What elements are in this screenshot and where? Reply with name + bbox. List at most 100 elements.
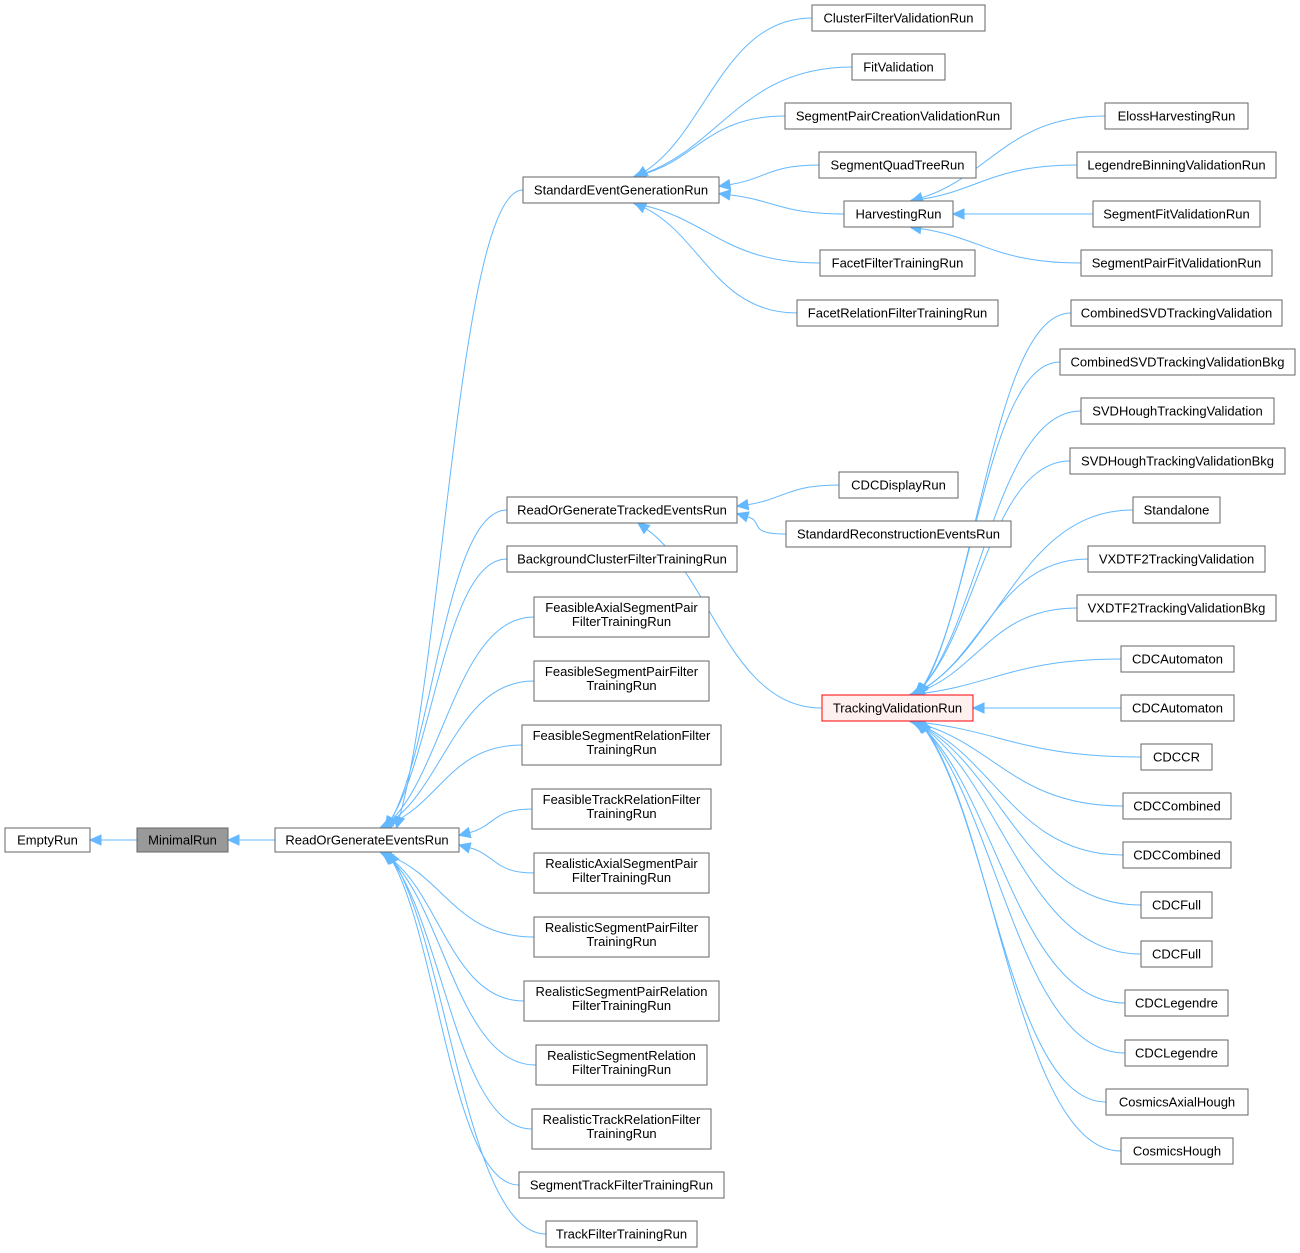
class-node-box: [1120, 645, 1235, 673]
class-node-box: [811, 4, 986, 32]
edge-line: [393, 861, 547, 1235]
inheritance-edge-rogev-to-minimal: [226, 834, 276, 846]
class-node-clusterfiltervalidationrun[interactable]: ClusterFilterValidationRun: [811, 4, 986, 32]
class-name-label: SVDHoughTrackingValidation: [1092, 404, 1263, 419]
edge-line: [391, 616, 535, 821]
inheritance-edge-segQuad-to-segen: [717, 164, 820, 191]
class-node-box: [1132, 496, 1221, 524]
edge-line: [391, 859, 537, 1066]
class-node-realisticsegmentrelationfiltertrainingrun[interactable]: RealisticSegmentRelationFilterTrainingRu…: [535, 1044, 708, 1086]
class-node-segmentquadtreerun[interactable]: SegmentQuadTreeRun: [818, 151, 977, 179]
inheritance-edge-svdHough-to-trackingVal: [915, 410, 1082, 696]
class-node-vxdtf2trackingvalidation[interactable]: VXDTF2TrackingValidation: [1087, 545, 1266, 573]
class-node-box: [1092, 200, 1261, 228]
inheritance-edge-facetRel-to-segen: [633, 202, 798, 314]
class-node-cdclegendre[interactable]: CDCLegendre: [1124, 989, 1229, 1017]
class-node-emptyrun[interactable]: EmptyRun: [4, 827, 91, 853]
class-node-cdccr[interactable]: CDCCR: [1140, 743, 1213, 771]
class-node-harvestingrun[interactable]: HarvestingRun: [843, 200, 954, 228]
class-node-segmentpairfitvalidationrun[interactable]: SegmentPairFitValidationRun: [1080, 249, 1273, 277]
class-node-svdhoughtrackingvalidation[interactable]: SVDHoughTrackingValidation: [1080, 397, 1275, 425]
class-node-cdcautomaton[interactable]: CDCAutomaton: [1120, 645, 1235, 673]
class-node-box: [535, 1044, 708, 1086]
class-node-realisticaxialsegmentpairfiltertrainingrun[interactable]: RealisticAxialSegmentPairFilterTrainingR…: [533, 852, 710, 894]
class-node-facetrelationfiltertrainingrun[interactable]: FacetRelationFilterTrainingRun: [796, 299, 999, 327]
class-node-box: [523, 980, 720, 1022]
class-node-standalone[interactable]: Standalone: [1132, 496, 1221, 524]
class-node-realisticsegmentpairrelationfiltertrainingrun[interactable]: RealisticSegmentPairRelationFilterTraini…: [523, 980, 720, 1022]
class-node-cdccombined[interactable]: CDCCombined: [1122, 792, 1232, 820]
inheritance-edge-cosmicsAxial-to-trackingVal: [918, 720, 1107, 1103]
class-name-label: TrainingRun: [586, 806, 656, 821]
class-node-facetfiltertrainingrun[interactable]: FacetFilterTrainingRun: [819, 249, 976, 277]
edge-line: [921, 558, 1089, 691]
edge-line: [923, 728, 1126, 1004]
class-name-label: RealisticAxialSegmentPair: [545, 856, 698, 871]
class-name-label: FeasibleTrackRelationFilter: [543, 792, 701, 807]
inheritance-edge-stdReco-to-rogtev: [735, 511, 787, 535]
class-name-label: CDCLegendre: [1135, 996, 1218, 1011]
class-node-cdclegendre[interactable]: CDCLegendre: [1124, 1039, 1229, 1067]
edge-line: [398, 189, 524, 818]
edge-line: [644, 207, 798, 314]
class-node-segmenttrackfiltertrainingrun[interactable]: SegmentTrackFilterTrainingRun: [518, 1171, 725, 1199]
class-node-svdhoughtrackingvalidationbkg[interactable]: SVDHoughTrackingValidationBkg: [1069, 447, 1286, 475]
class-node-trackfiltertrainingrun[interactable]: TrackFilterTrainingRun: [545, 1220, 698, 1248]
class-node-cdcfull[interactable]: CDCFull: [1140, 940, 1213, 968]
class-node-trackingvalidationrun[interactable]: TrackingValidationRun: [821, 694, 974, 722]
class-node-box: [533, 660, 710, 702]
class-node-vxdtf2trackingvalidationbkg[interactable]: VXDTF2TrackingValidationBkg: [1076, 594, 1277, 622]
class-node-box: [784, 102, 1012, 130]
class-name-label: VXDTF2TrackingValidation: [1099, 552, 1254, 567]
class-node-cosmicsaxialhough[interactable]: CosmicsAxialHough: [1105, 1088, 1249, 1116]
edge-line: [924, 728, 1126, 1054]
class-name-label: CDCCR: [1153, 750, 1200, 765]
class-node-box: [838, 471, 959, 499]
class-name-label: FacetRelationFilterTrainingRun: [808, 306, 987, 321]
class-node-feasibleaxialsegmentpairfiltertrainingrun[interactable]: FeasibleAxialSegmentPairFilterTrainingRu…: [533, 596, 710, 638]
class-node-legendrebinningvalidationrun[interactable]: LegendreBinningValidationRun: [1076, 151, 1277, 179]
class-node-cdccombined[interactable]: CDCCombined: [1122, 841, 1232, 869]
class-node-box: [1105, 1088, 1249, 1116]
edge-line: [391, 509, 508, 819]
class-node-combinedsvdtrackingvalidation[interactable]: CombinedSVDTrackingValidation: [1070, 299, 1283, 327]
edge-line: [392, 861, 520, 1186]
edge-arrowhead: [388, 850, 400, 865]
class-node-segmentfitvalidationrun[interactable]: SegmentFitValidationRun: [1092, 200, 1261, 228]
class-name-label: VXDTF2TrackingValidationBkg: [1088, 601, 1266, 616]
class-node-readorgenerateeventsrun[interactable]: ReadOrGenerateEventsRun: [274, 827, 460, 853]
class-node-cdcfull[interactable]: CDCFull: [1140, 891, 1213, 919]
class-node-standardeventgenerationrun[interactable]: StandardEventGenerationRun: [522, 176, 720, 204]
class-node-combinedsvdtrackingvalidationbkg[interactable]: CombinedSVDTrackingValidationBkg: [1059, 348, 1296, 376]
class-node-box: [1124, 989, 1229, 1017]
class-node-fitvalidation[interactable]: FitValidation: [851, 53, 946, 81]
class-node-segmentpaircreationvalidationrun[interactable]: SegmentPairCreationValidationRun: [784, 102, 1012, 130]
class-name-label: CDCDisplayRun: [851, 478, 946, 493]
edge-line: [389, 744, 523, 825]
class-node-readorgeneratetrackedeventsrun[interactable]: ReadOrGenerateTrackedEventsRun: [506, 496, 738, 524]
class-node-box: [1080, 397, 1275, 425]
class-name-label: FeasibleSegmentRelationFilter: [533, 728, 711, 743]
class-node-box: [533, 916, 710, 958]
class-node-elossharvestingrun[interactable]: ElossHarvestingRun: [1104, 102, 1249, 130]
class-name-label: FeasibleSegmentPairFilter: [545, 664, 699, 679]
class-node-cdcautomaton[interactable]: CDCAutomaton: [1120, 694, 1235, 722]
class-name-label: LegendreBinningValidationRun: [1087, 158, 1265, 173]
class-node-box: [522, 176, 720, 204]
inheritance-edge-vxdBkg-to-trackingVal: [909, 607, 1078, 697]
class-node-box: [1104, 102, 1249, 130]
class-node-cosmicshough[interactable]: CosmicsHough: [1120, 1137, 1234, 1165]
class-name-label: SVDHoughTrackingValidationBkg: [1081, 454, 1274, 469]
class-node-backgroundclusterfiltertrainingrun[interactable]: BackgroundClusterFilterTrainingRun: [506, 545, 738, 573]
edge-arrowhead: [920, 719, 932, 734]
edge-line: [920, 228, 1082, 264]
edge-arrowhead: [717, 178, 732, 191]
class-node-cdcdisplayrun[interactable]: CDCDisplayRun: [838, 471, 959, 499]
inheritance-edge-realAxPair-to-rogev: [457, 842, 535, 874]
class-node-standardreconstructioneventsrun[interactable]: StandardReconstructionEventsRun: [785, 520, 1012, 548]
